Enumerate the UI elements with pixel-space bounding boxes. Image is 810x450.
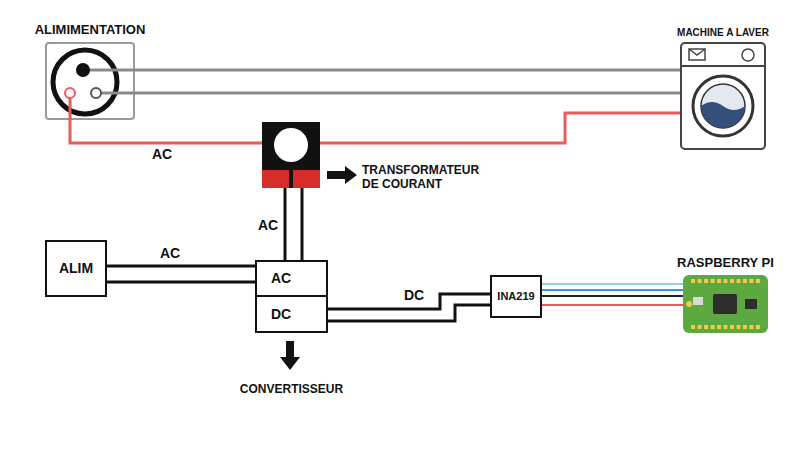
pi-pin: [724, 279, 728, 283]
raspberry-pi-shape: [683, 275, 768, 333]
transformer-core: [262, 122, 320, 170]
wire-line: [542, 304, 683, 306]
box-label: AC: [271, 270, 291, 286]
box-label: DC: [271, 306, 291, 322]
wire-line: [542, 283, 683, 285]
wire-line: [135, 69, 680, 72]
raspberry-pi: RASPBERRY PI: [683, 275, 768, 333]
machine-water: [701, 102, 745, 128]
wire-line: [542, 295, 683, 297]
pi-pin: [743, 325, 747, 329]
wire: [69, 98, 72, 120]
pi-pin: [704, 325, 708, 329]
machine-drum: [701, 84, 745, 128]
pi-pin: [737, 279, 741, 283]
machine-door: [693, 76, 753, 136]
power-supply-box: ALIM: [45, 240, 107, 297]
wire-label: AC: [256, 218, 280, 233]
ac-section: AC: [257, 262, 326, 297]
machine-knob: [742, 49, 754, 61]
wire-label: DC: [402, 288, 426, 303]
heading: RASPBERRY PI: [677, 256, 774, 271]
leader-arrow: [280, 341, 300, 370]
heading: ALIMIMENTATION: [35, 23, 146, 38]
socket-pin: [91, 88, 101, 98]
machine-drawer: [689, 49, 705, 60]
washing-machine-shape: [680, 42, 766, 150]
washing-machine: MACHINE A LAVER: [680, 42, 766, 150]
pi-pin: [698, 325, 702, 329]
leader-arrow: [327, 166, 357, 184]
dc-section: DC: [257, 297, 326, 331]
wire: [135, 70, 680, 71]
pi-part: [693, 297, 703, 305]
wire: [107, 266, 257, 282]
wire-label: AC: [150, 147, 174, 162]
pi-chip: [713, 294, 737, 314]
pi-pin: [737, 325, 741, 329]
wire: [542, 284, 683, 305]
pi-pin: [711, 325, 715, 329]
machine-drawer: [689, 49, 705, 55]
wire: [83, 69, 135, 72]
converter-box: ACDCCONVERTISSEUR: [255, 260, 328, 333]
pi-pin: [750, 279, 754, 283]
pi-pin: [724, 325, 728, 329]
socket-pin: [65, 88, 75, 98]
wire-line: [326, 305, 490, 321]
pi-pin: [711, 279, 715, 283]
pi-pin: [717, 279, 721, 283]
pi-pin: [730, 279, 734, 283]
transformer-hole: [274, 128, 308, 162]
pi-pin: [743, 279, 747, 283]
pi-pin: [704, 279, 708, 283]
socket-plate: [46, 43, 134, 119]
transformer-split: [289, 170, 293, 188]
wire-label: AC: [158, 246, 182, 261]
wire-line: [107, 265, 257, 268]
power-socket-shape: [45, 42, 135, 120]
wire-line: [542, 289, 683, 291]
heading: CONVERTISSEUR: [240, 383, 343, 397]
machine-body: [681, 43, 765, 149]
heading: MACHINE A LAVER: [677, 27, 769, 39]
wire-line: [70, 113, 680, 143]
wire-line: [301, 188, 304, 262]
pi-pin: [730, 325, 734, 329]
wire-line: [284, 188, 287, 262]
pi-pin: [750, 325, 754, 329]
wire: [135, 93, 680, 94]
wire-line: [135, 92, 680, 95]
machine-panel: [681, 65, 765, 67]
wire-line: [107, 281, 257, 284]
pi-pin: [717, 325, 721, 329]
pi-part: [686, 301, 692, 307]
pi-pin: [698, 279, 702, 283]
pi-board: [683, 275, 768, 333]
current-transformer-shape: [262, 122, 320, 188]
pi-pin: [691, 325, 695, 329]
wire: [70, 113, 680, 143]
transformer-base: [262, 170, 320, 188]
socket-ring: [53, 50, 117, 114]
wire: [285, 188, 302, 262]
pi-pin: [691, 279, 695, 283]
pi-pin: [756, 279, 760, 283]
heading: TRANSFORMATEUR DE COURANT: [362, 164, 487, 192]
pi-pin: [756, 325, 760, 329]
box-label: INA219: [497, 290, 534, 303]
ina219-box: INA219: [490, 275, 542, 318]
current-transformer: TRANSFORMATEUR DE COURANT: [262, 122, 320, 188]
socket-pin: [76, 63, 90, 77]
pi-part: [745, 299, 757, 309]
power-socket: ALIMIMENTATION: [45, 42, 135, 120]
wire: [101, 92, 135, 95]
box-label: ALIM: [59, 260, 93, 276]
